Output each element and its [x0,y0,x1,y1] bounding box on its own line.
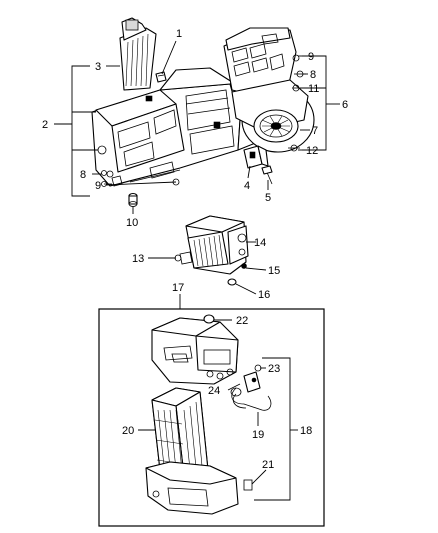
callout-7: 7 [312,125,318,137]
callout-8-right: 8 [310,69,316,81]
evaporator-core [151,387,209,477]
evaporator-detail-box [98,308,325,527]
callout-21: 21 [262,459,274,471]
callout-2: 2 [42,119,48,131]
callout-8-left: 8 [80,169,86,181]
callout-4: 4 [244,180,250,192]
screw-part-5 [261,165,273,185]
callout-14: 14 [254,237,266,249]
screw-part-1 [155,71,167,83]
callout-19: 19 [252,429,264,441]
callout-15: 15 [268,265,280,277]
callout-10: 10 [126,217,138,229]
lower-case [145,461,253,515]
leader-lines [54,40,340,501]
callout-24: 24 [208,385,220,397]
heater-housing [91,67,259,187]
callout-9-left: 9 [95,180,101,192]
callout-18: 18 [300,425,312,437]
expansion-valve-assembly [230,364,272,411]
callout-23: 23 [268,363,280,375]
callout-labels: 1 2 3 4 5 6 7 8 8 9 9 10 11 12 13 14 15 … [42,28,348,471]
callout-20: 20 [122,425,134,437]
callout-5: 5 [265,192,271,204]
resistor-part-4 [243,145,269,169]
evaporator-unit-assembly [174,215,249,286]
clips-and-screws-lower [101,170,180,207]
callout-12: 12 [306,145,318,157]
callout-16: 16 [258,289,270,301]
upper-case [151,314,239,385]
callout-22: 22 [236,315,248,327]
heater-core [119,17,157,91]
callout-17: 17 [172,282,184,294]
blower-housing [223,27,315,153]
callout-13: 13 [132,253,144,265]
callout-3: 3 [95,61,101,73]
callout-9-right: 9 [308,51,314,63]
callout-6: 6 [342,99,348,111]
callout-1: 1 [176,28,182,40]
callout-11: 11 [308,83,319,95]
